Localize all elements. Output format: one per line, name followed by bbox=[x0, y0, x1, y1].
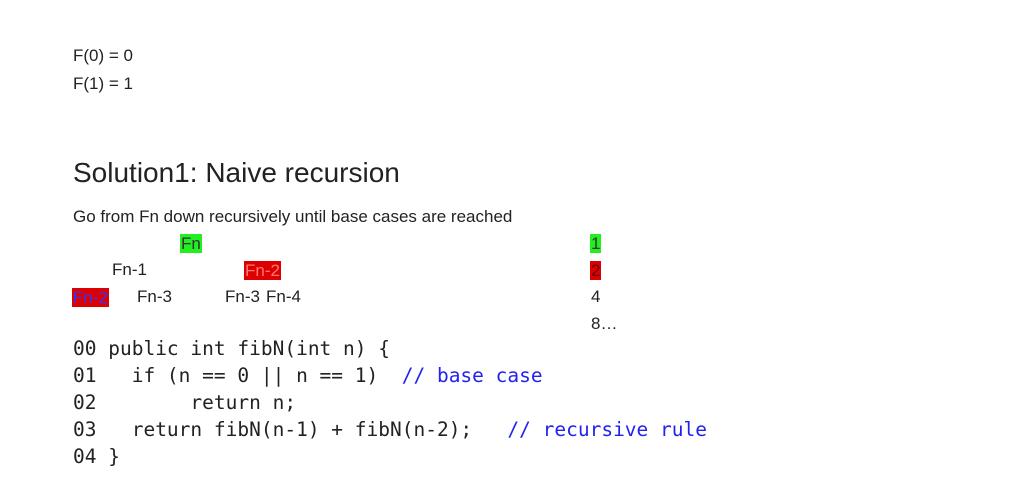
tree-node-fn-4: Fn-4 bbox=[266, 287, 301, 306]
count-level-0: 1 bbox=[590, 234, 602, 253]
code-text: if (n == 0 || n == 1) bbox=[108, 364, 402, 387]
line-number: 04 bbox=[73, 445, 97, 468]
section-heading: Solution1: Naive recursion bbox=[73, 157, 400, 188]
count-level-2: 4 bbox=[591, 287, 601, 306]
line-number: 02 bbox=[73, 391, 97, 414]
definition-f0: F(0) = 0 bbox=[73, 46, 133, 65]
count-level-1: 2 bbox=[590, 261, 602, 280]
definition-f1: F(1) = 1 bbox=[73, 74, 133, 93]
code-text: return n; bbox=[108, 391, 297, 414]
line-number: 01 bbox=[73, 364, 97, 387]
code-comment: // recursive rule bbox=[507, 418, 707, 441]
code-line-03: 03 return fibN(n-1) + fibN(n-2); // recu… bbox=[73, 420, 707, 440]
tree-node-fn-2-repeat: Fn-2 bbox=[72, 288, 109, 307]
line-number: 00 bbox=[73, 337, 97, 360]
line-number: 03 bbox=[73, 418, 97, 441]
code-line-01: 01 if (n == 0 || n == 1) // base case bbox=[73, 366, 543, 386]
code-text: } bbox=[108, 445, 120, 468]
code-text: return fibN(n-1) + fibN(n-2); bbox=[108, 418, 508, 441]
code-line-04: 04 } bbox=[73, 447, 120, 467]
code-comment: // base case bbox=[401, 364, 543, 387]
tree-root-fn: Fn bbox=[180, 234, 202, 253]
code-line-00: 00 public int fibN(int n) { bbox=[73, 339, 390, 359]
tree-node-fn-1: Fn-1 bbox=[112, 260, 147, 279]
code-text: public int fibN(int n) { bbox=[108, 337, 390, 360]
tree-node-fn-2-highlight: Fn-2 bbox=[244, 261, 281, 280]
tree-node-fn-3-right: Fn-3 bbox=[225, 287, 260, 306]
tree-node-fn-3-left: Fn-3 bbox=[137, 287, 172, 306]
code-line-02: 02 return n; bbox=[73, 393, 296, 413]
count-level-3: 8… bbox=[591, 314, 618, 333]
description-text: Go from Fn down recursively until base c… bbox=[73, 207, 513, 226]
